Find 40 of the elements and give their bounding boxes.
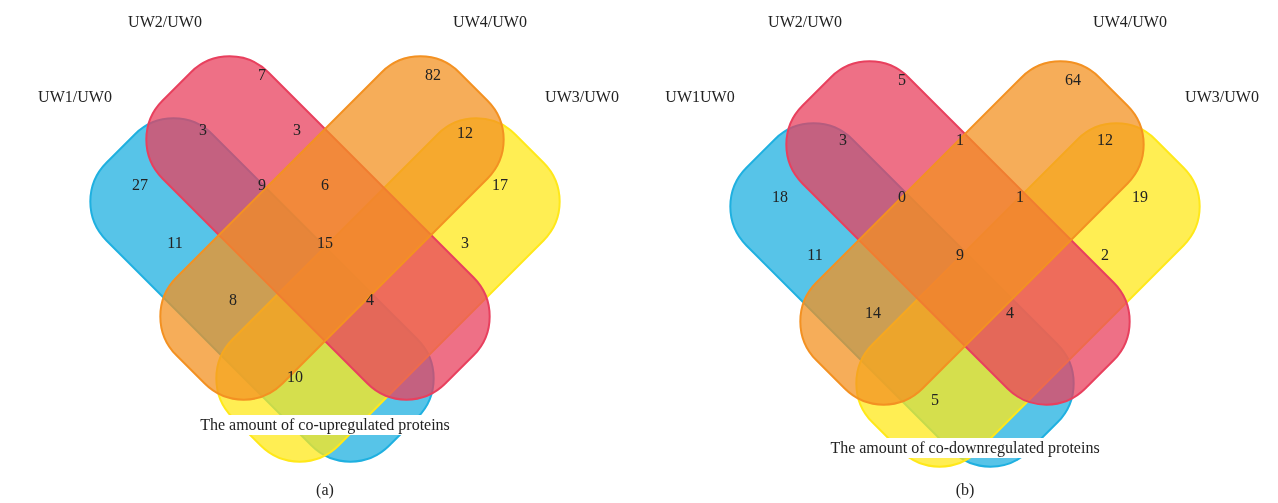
set-label: UW4/UW0: [1093, 13, 1167, 31]
set-label: UW4/UW0: [453, 13, 527, 31]
region-count: 12: [1097, 131, 1113, 149]
region-count: 64: [1065, 71, 1081, 89]
set-label: UW3/UW0: [545, 88, 619, 106]
region-count: 27: [132, 176, 148, 194]
region-count: 18: [772, 188, 788, 206]
region-count: 9: [258, 176, 266, 194]
region-count: 2: [1101, 246, 1109, 264]
set-label: UW1UW0: [665, 88, 735, 106]
set-label: UW1/UW0: [38, 88, 112, 106]
region-count: 19: [1132, 188, 1148, 206]
region-count: 82: [425, 66, 441, 84]
region-count: 8: [229, 291, 237, 309]
region-count: 11: [167, 234, 183, 252]
region-count: 15: [317, 234, 333, 252]
region-count: 11: [807, 246, 823, 264]
region-count: 12: [457, 124, 473, 142]
region-count: 4: [366, 291, 374, 309]
region-count: 17: [492, 176, 508, 194]
region-count: 3: [461, 234, 469, 252]
region-count: 9: [956, 246, 964, 264]
set-label: UW2/UW0: [768, 13, 842, 31]
region-count: 1: [1016, 188, 1024, 206]
region-count: 5: [898, 71, 906, 89]
region-count: 1: [956, 131, 964, 149]
region-count: 3: [839, 131, 847, 149]
set-label: UW2/UW0: [128, 13, 202, 31]
panel-label: (a): [316, 481, 334, 499]
region-count: 7: [258, 66, 266, 84]
region-count: 4: [1006, 304, 1014, 322]
region-count: 0: [898, 188, 906, 206]
panel-label: (b): [955, 481, 975, 499]
set-label: UW3/UW0: [1185, 88, 1259, 106]
region-count: 14: [865, 304, 881, 322]
region-count: 3: [293, 121, 301, 139]
region-count: 10: [287, 368, 303, 386]
region-count: 3: [199, 121, 207, 139]
region-count: 5: [931, 391, 939, 409]
region-count: 6: [321, 176, 329, 194]
